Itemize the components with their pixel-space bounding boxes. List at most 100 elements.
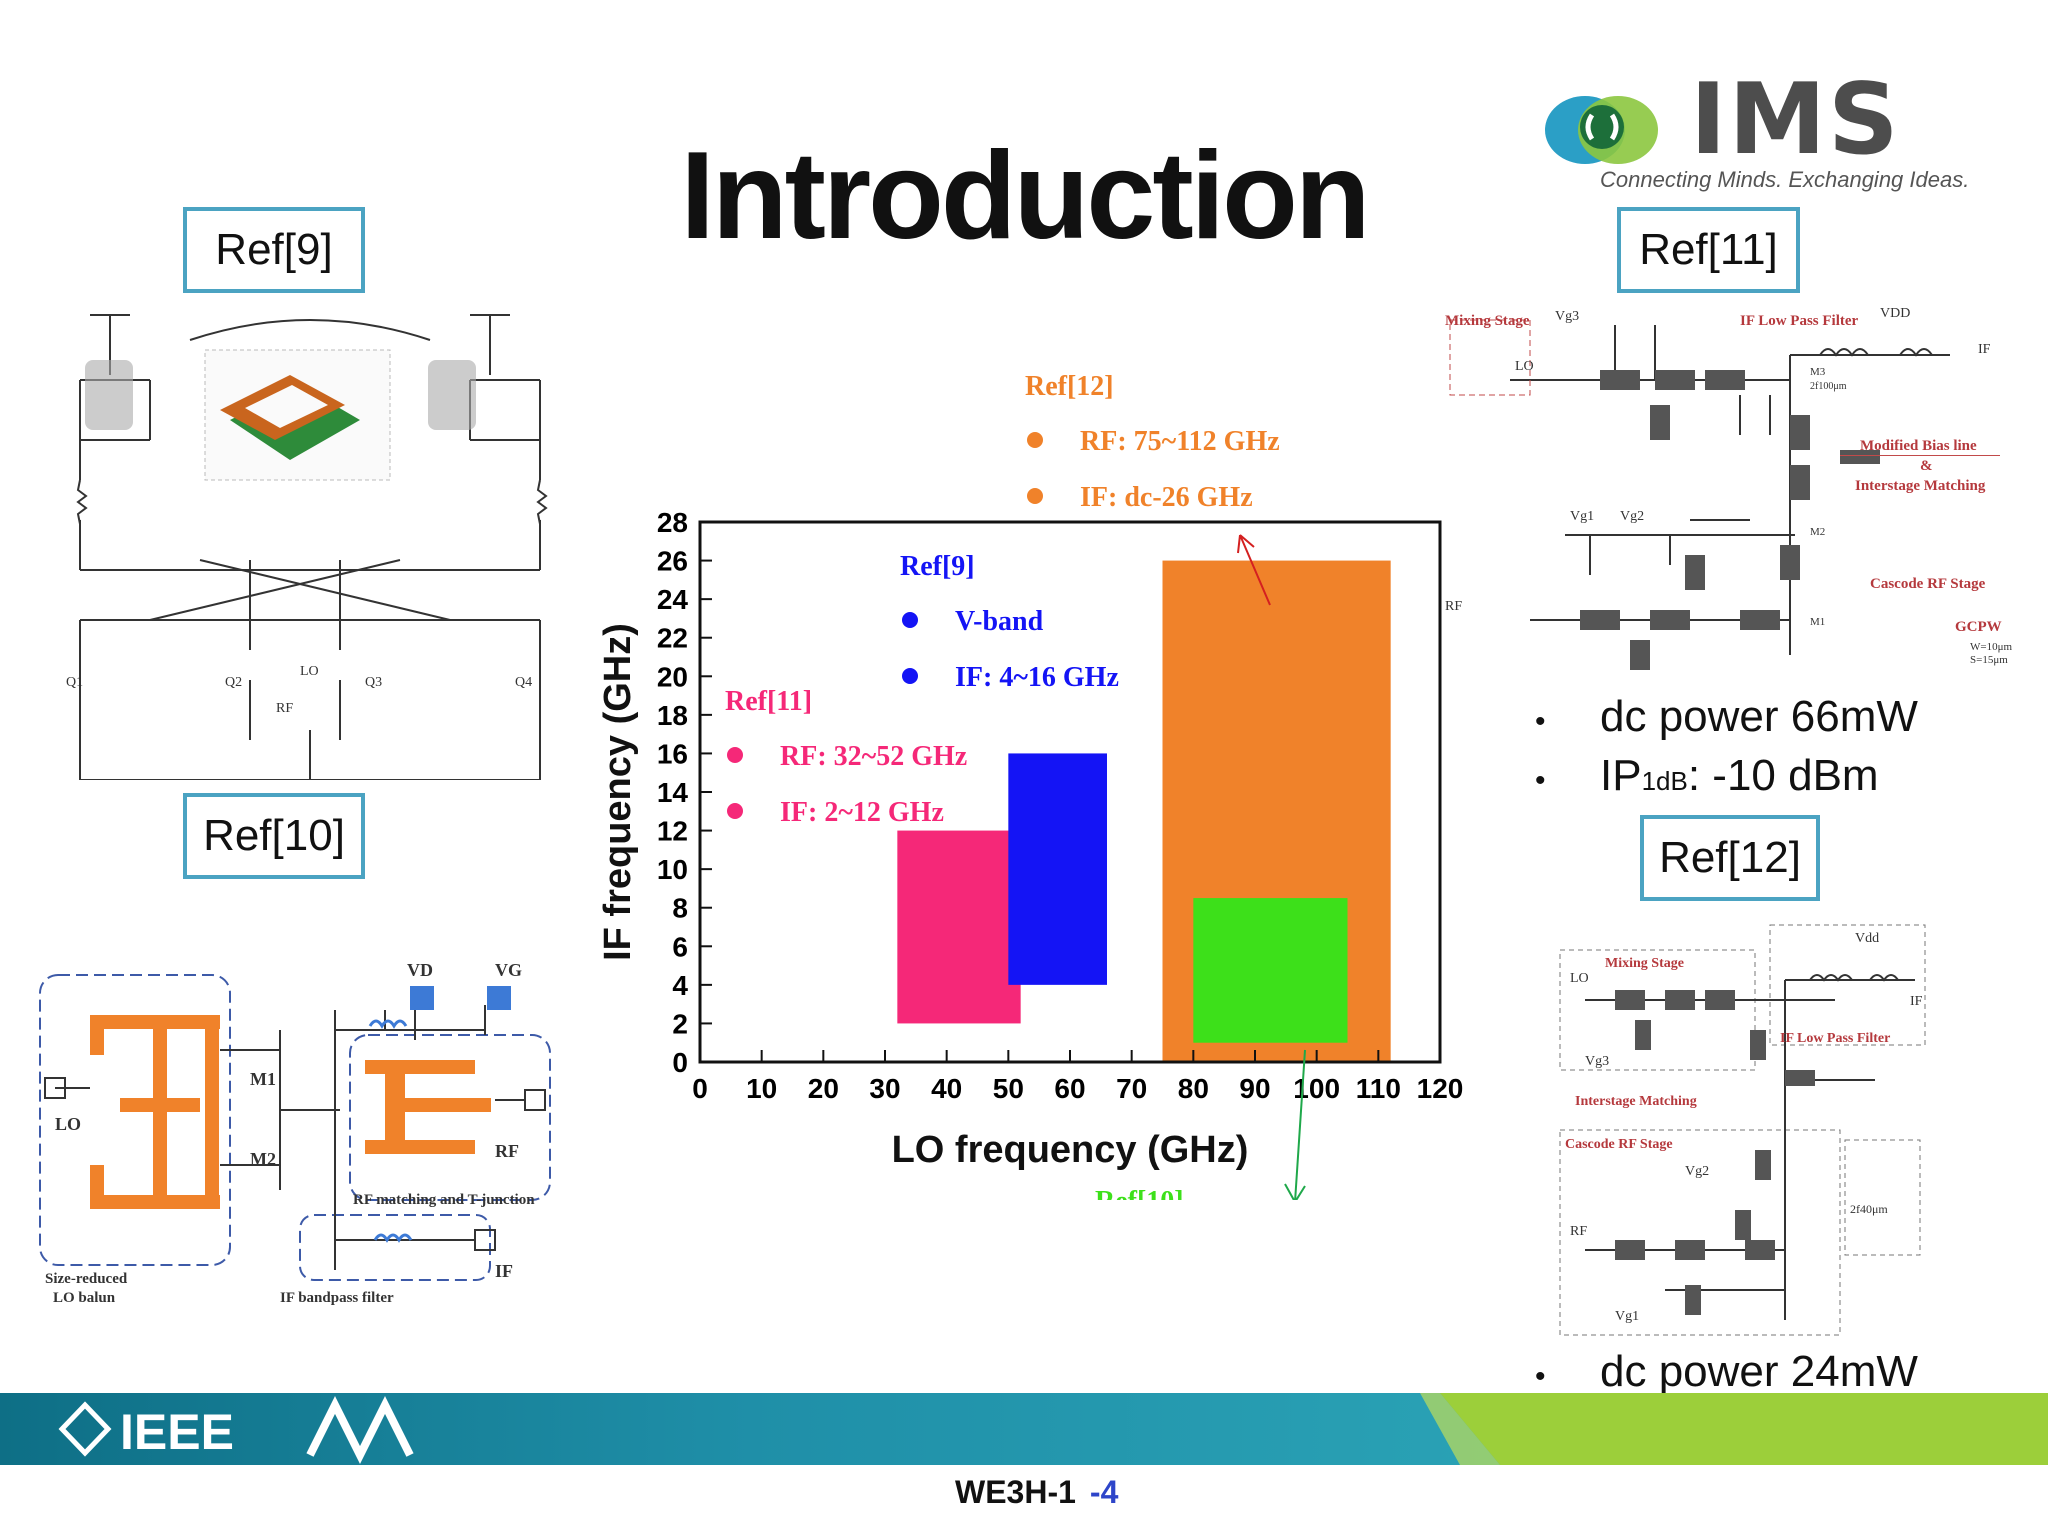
ims-logo-tagline: Connecting Minds. Exchanging Ideas. (1600, 167, 1970, 192)
chart-annotation-bullet (727, 803, 743, 819)
chart-y-tick-label: 16 (657, 738, 688, 769)
ref12-vdd: Vdd (1855, 931, 1879, 946)
ref10-label: Ref[10] (203, 811, 345, 860)
chart-legend-entry: Ref[9] (900, 551, 975, 582)
ref11-cascode: Cascode RF Stage (1870, 576, 1986, 592)
chart-x-tick-label: 50 (993, 1073, 1024, 1104)
chart-data-label: RF: 75~112 GHz (1080, 426, 1280, 457)
ims-logo: IMS Connecting Minds. Exchanging Ideas. (1540, 63, 1980, 205)
chart-legend-entry: Ref[12] (1025, 371, 1114, 402)
chart-y-tick-label: 12 (657, 816, 688, 847)
ref11-m3: M3 (1810, 366, 1826, 378)
chart-data-label: IF: 2~12 GHz (780, 797, 944, 828)
chart-bar-ref10 (1193, 898, 1348, 1043)
chart-x-tick-label: 20 (808, 1073, 839, 1104)
chart-y-tick-label: 6 (672, 931, 688, 962)
ref12-cascode: Cascode RF Stage (1565, 1137, 1673, 1152)
ref9-q4: Q4 (515, 675, 532, 690)
ref10-circuit-diagram: LO M1 M2 VD VG RF IF RF matching and T-j… (39, 960, 551, 1306)
ref11-lo: LO (1515, 359, 1534, 374)
ref11-ifl: IF Low Pass Filter (1740, 313, 1859, 329)
ref12-label-box: Ref[12] (1640, 815, 1820, 901)
chart-y-tick-label: 20 (657, 661, 688, 692)
ref10-if: IF (495, 1261, 513, 1281)
ref9-q1: Q1 (66, 675, 83, 690)
chart-y-tick-label: 8 (672, 893, 688, 924)
ref12-label: Ref[12] (1659, 833, 1801, 882)
mtt-logo-icon (306, 1396, 414, 1464)
ref11-mixing: Mixing Stage (1445, 313, 1530, 329)
chart-x-tick-label: 60 (1054, 1073, 1085, 1104)
chart-y-tick-label: 26 (657, 546, 688, 577)
chart-x-tick-label: 70 (1116, 1073, 1147, 1104)
ims-logo-text: IMS (1690, 63, 1901, 177)
ref11-vdd: VDD (1880, 306, 1910, 321)
ref10-m2: M2 (250, 1149, 276, 1169)
ref12-ifl: IF Low Pass Filter (1780, 1031, 1890, 1046)
ref12-vg3: Vg3 (1585, 1054, 1609, 1069)
ref10-lo-balun-2: LO balun (53, 1290, 116, 1306)
ref11-vg3: Vg3 (1555, 309, 1579, 324)
ref12-inter: Interstage Matching (1575, 1094, 1697, 1109)
ref12-bullets: •dc power 24mW (1535, 1345, 1918, 1404)
chart-annotation-bullet (1027, 488, 1043, 504)
ref12-if: IF (1910, 994, 1923, 1009)
chart-legend-entry: Ref[10] (1095, 1186, 1184, 1200)
chart-data-label: V-band (955, 606, 1044, 637)
ref9-lo: LO (300, 664, 319, 679)
ref10-lo: LO (55, 1114, 81, 1134)
chart-y-tick-label: 0 (672, 1047, 688, 1078)
ref9-label-box: Ref[9] (183, 207, 365, 293)
ref12-bullet-power: •dc power 24mW (1535, 1347, 1918, 1396)
chart-y-tick-label: 28 (657, 507, 688, 538)
ref11-size: 2f100μm (1810, 381, 1847, 392)
ieee-logo-icon (58, 1401, 112, 1457)
chart-data-label: RF: 32~52 GHz (780, 741, 967, 772)
ref11-s: S=15μm (1970, 654, 2008, 666)
chart-x-tick-label: 10 (746, 1073, 777, 1104)
chart-annotation-bullet (902, 668, 918, 684)
ref9-label: Ref[9] (215, 225, 333, 274)
ims-logo-icon (1545, 96, 1658, 164)
ref11-m1: M1 (1810, 616, 1825, 628)
ref11-m2: M2 (1810, 526, 1825, 538)
ref11-bullet-power: •dc power 66mW (1535, 692, 1918, 741)
chart-y-tick-label: 24 (657, 584, 689, 615)
ref10-arrow (1284, 1049, 1306, 1200)
footer-slide-info: WE3H-1-4 (955, 1474, 1118, 1511)
ref11-w: W=10μm (1970, 641, 2012, 653)
chart-x-tick-label: 100 (1293, 1073, 1340, 1104)
chart-bar-ref9 (1008, 753, 1107, 985)
ref12-circuit-diagram: Mixing Stage IF Low Pass Filter Intersta… (1559, 924, 1926, 1336)
ref9-q2: Q2 (225, 675, 242, 690)
chart-annotation-bullet (727, 747, 743, 763)
chart-y-tick-label: 14 (657, 777, 689, 808)
chart-x-tick-label: 90 (1239, 1073, 1270, 1104)
chart-x-tick-label: 40 (931, 1073, 962, 1104)
chart-bar-ref11 (897, 830, 1021, 1024)
chart-x-axis-label: LO frequency (GHz) (892, 1129, 1249, 1171)
chart-legend-entry: Ref[11] (725, 686, 812, 717)
ref9-circuit-diagram: Q1 Q2 Q3 Q4 RF LO (66, 314, 548, 780)
ref10-rf-match: RF matching and T-junction (353, 1192, 535, 1208)
slide-title: Introduction (680, 127, 1370, 265)
ref10-rf: RF (495, 1141, 519, 1161)
ref12-rf: RF (1570, 1224, 1587, 1239)
chart-x-tick-label: 120 (1417, 1073, 1464, 1104)
footer-band: IEEE (0, 1393, 2048, 1465)
chart-y-tick-label: 10 (657, 854, 688, 885)
ref12-mixing: Mixing Stage (1605, 956, 1684, 971)
chart-data-label: IF: dc-26 GHz (1080, 482, 1253, 513)
ref11-bias: Modified Bias line (1860, 438, 1977, 454)
chart-x-tick-label: 80 (1178, 1073, 1209, 1104)
chart-data-label: IF: 4~16 GHz (955, 662, 1119, 693)
chart-y-tick-label: 4 (672, 970, 688, 1001)
chart-y-tick-label: 2 (672, 1008, 688, 1039)
ref9-q3: Q3 (365, 675, 382, 690)
ref10-vg: VG (495, 960, 522, 980)
ref10-label-box: Ref[10] (183, 793, 365, 879)
